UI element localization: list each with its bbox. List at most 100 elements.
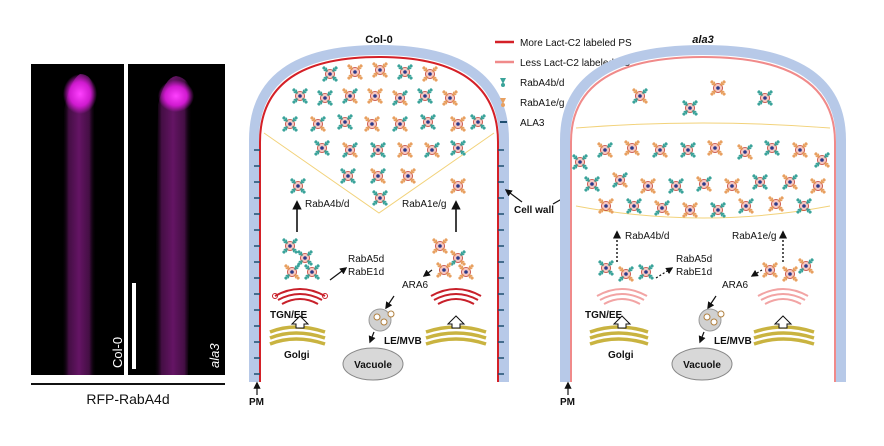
ala3-mvb [698,308,725,332]
col0-vesicle [450,178,466,194]
col0-cell-wall [249,44,509,382]
col0-vesicle [372,62,388,78]
col0-golgi-to-tgn-arrow-left [290,315,310,329]
col0-vesicle-cluster [282,62,486,206]
ala3-tgn-vesicle [798,258,814,274]
col0-vesicle [370,142,386,158]
legend-label-3: RabA1e/g [520,98,564,109]
micrograph-label-col0: Col-0 [110,337,125,368]
col0-arrow-to-right [422,269,433,277]
ala3-vesicle [668,178,684,194]
legend-raba4-icon [500,78,506,87]
col0-vacuole-label: Vacuole [354,360,392,371]
col0-vesicle [370,168,386,184]
col0-tgn-vesicle [436,262,452,278]
col0-lemvb-label: LE/MVB [384,336,422,347]
ala3-vesicle [626,198,642,214]
col0-tgn-vesicle [450,250,466,266]
col0-vesicle [424,142,440,158]
col0-vesicle [290,178,306,194]
ala3-vesicle [680,142,696,158]
legend-raba1-icon [500,98,506,107]
ala3-vesicle [624,140,640,156]
ala3-cell-wall [560,44,846,382]
col0-vesicle [417,88,433,104]
ala3-vesicle [654,200,670,216]
col0-ala3-markers [254,149,504,375]
ala3-arrow-ara6 [707,295,717,310]
ala3-vesicle [738,198,754,214]
ala3-raba1-label: RabA1e/g [732,231,776,242]
ala3-vesicle [796,198,812,214]
ala3-golgi-to-tgn-arrow-left [612,315,632,329]
col0-vesicle [282,116,298,132]
cell-wall-label: Cell wall [514,205,554,216]
micrograph-label-ala3: ala3 [207,343,222,368]
col0-vesicle [450,116,466,132]
col0-rabe1-label: RabE1d [348,267,384,278]
col0-vesicle [400,168,416,184]
ala3-vesicle-cluster [572,80,830,218]
col0-tgn-vesicle [458,264,474,280]
col0-vesicle [310,116,326,132]
col0-arrow-mvb [368,331,376,344]
col0-golgi-label: Golgi [284,350,310,361]
ala3-raba5-label: RabA5d [676,254,712,265]
ala3-vesicle [652,142,668,158]
legend-label-1: Less Lact-C2 labeled PS [520,58,630,69]
col0-raba5-label: RabA5d [348,254,384,265]
ala3-vesicle [598,198,614,214]
col0-tgn-vesicles [282,238,474,280]
ala3-golgi-to-tgn-arrow-right [773,315,793,329]
col0-vesicle [292,88,308,104]
ala3-golgi-right [753,325,815,346]
ala3-apical-zone-top [575,122,831,129]
col0-vesicle [420,114,436,130]
ala3-vacuole-label: Vacuole [683,360,721,371]
diagram-ala3: ala3 RabA4b/d RabA1e/g RabA5d RabE1d ARA… [560,34,846,408]
col0-pm-label: PM [249,397,264,408]
ala3-vesicle [597,142,613,158]
col0-golgi-right [425,325,487,346]
legend-label-0: More Lact-C2 labeled PS [520,38,632,49]
col0-tgn-vesicle [297,250,313,266]
col0-vesicle [322,66,338,82]
col0-vesicle [314,140,330,156]
ala3-vesicle [814,152,830,168]
ala3-tgn-right [757,288,809,305]
legend-label-2: RabA4b/d [520,78,564,89]
ala3-title: ala3 [692,34,713,46]
col0-vesicle [397,64,413,80]
col0-raba1-label: RabA1e/g [402,199,446,210]
col0-vesicle [364,116,380,132]
col0-vesicle [422,66,438,82]
micrograph-caption: RFP-RabA4d [86,391,169,407]
col0-tgn-label: TGN/EE [270,310,308,321]
col0-vesicle [470,114,486,130]
diagram-col0: Col-0 RabA4b/d RabA1e/g RabA5d RabE1d AR… [249,34,509,408]
ala3-vesicle [572,154,588,170]
col0-vesicle [317,90,333,106]
ala3-vesicle [757,90,773,106]
col0-vesicle [367,88,383,104]
ala3-arrow-to-right [750,269,763,277]
ala3-arrow-raba5 [655,267,674,279]
scale-bar [132,283,136,369]
ala3-pm-label: PM [560,397,575,408]
col0-tgn-vesicle [282,238,298,254]
ala3-tgn-vesicle [782,266,798,282]
ala3-vesicle [696,176,712,192]
ala3-lemvb-label: LE/MVB [714,336,752,347]
ala3-vesicle [632,88,648,104]
col0-vesicle [392,90,408,106]
ala3-vesicle [737,144,753,160]
col0-vesicle [397,142,413,158]
col0-vesicle [442,90,458,106]
ala3-vesicle [584,176,600,192]
col0-tgn-vesicle [432,238,448,254]
ala3-rabe1-label: RabE1d [676,267,712,278]
ala3-vesicle [612,172,628,188]
ala3-tip-signal [158,80,194,112]
col0-tgn-left [272,288,328,305]
col0-ara6-label: ARA6 [402,280,429,291]
